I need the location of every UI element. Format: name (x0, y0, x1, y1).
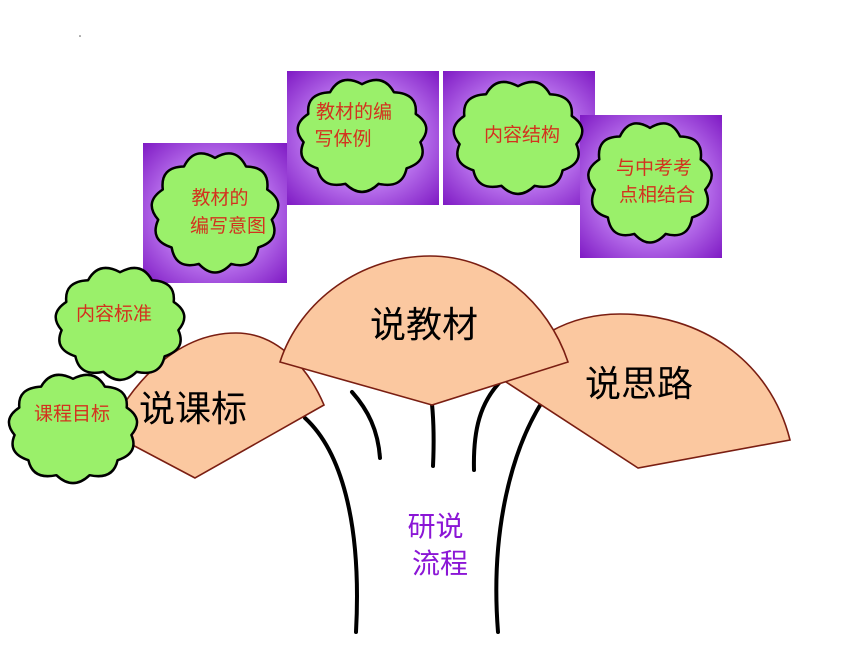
cloud-label-bianxie-yitu: 教材的 编写意图 (190, 187, 266, 237)
cloud-line: 与中考考 (616, 157, 692, 179)
trunk-line-left-outer (303, 416, 359, 634)
cloud-zhongkao: 与中考考 点相结合 (587, 122, 713, 244)
fan-group: 说课标 说思路 说教材 (106, 255, 791, 479)
trunk-line-left-inner (350, 390, 382, 460)
fan-label-jiaocai: 说教材 (370, 305, 478, 346)
trunk-line-right-outer (494, 400, 544, 634)
cloud-line: 教材的编 (316, 101, 392, 123)
cloud-shape-bianxie-yitu (150, 152, 280, 274)
fan-shuo-silu: 说思路 (501, 313, 791, 469)
cloud-line: 教材的 (191, 187, 248, 209)
cloud-line: 内容标准 (76, 303, 152, 325)
tree-trunk (303, 378, 544, 634)
cloud-kecheng-mubiao: 课程目标 (7, 373, 139, 485)
cloud-shape-bianxie-tili (296, 78, 428, 194)
cloud-label-kecheng-mubiao: 课程目标 (34, 403, 110, 425)
cloud-shape-kecheng-mubiao (7, 373, 139, 485)
fan-shuo-kebiao: 说课标 (106, 332, 326, 479)
trunk-line-center (430, 402, 436, 468)
center-label-line: 研说 (408, 510, 464, 543)
cloud-line: 课程目标 (34, 403, 110, 425)
cloud-line: 编写意图 (190, 215, 266, 237)
cloud-line: 点相结合 (619, 184, 695, 206)
cloud-shape-neirong-biaozhun (54, 266, 186, 382)
center-label: 研说 流程 (408, 510, 473, 580)
center-label-line: 流程 (412, 547, 468, 580)
cloud-line: 写体例 (314, 128, 371, 150)
cloud-line: 内容结构 (484, 124, 560, 146)
cloud-bianxie-tili: 教材的编 写体例 (296, 78, 428, 194)
cloud-shape-zhongkao (587, 122, 713, 244)
cloud-group: 教材的 编写意图 教材的编 写体例 内容结构 与中考考 (7, 78, 713, 485)
cloud-label-neirong-biaozhun: 内容标准 (76, 303, 152, 325)
cloud-label-zhongkao: 与中考考 点相结合 (616, 157, 698, 206)
fan-label-silu: 说思路 (585, 364, 693, 405)
cloud-bianxie-yitu: 教材的 编写意图 (150, 152, 280, 274)
trunk-line-right-inner (471, 378, 504, 472)
cloud-shape-neirong-jiegou (452, 80, 584, 196)
stray-dot (79, 35, 81, 37)
cloud-label-bianxie-tili: 教材的编 写体例 (314, 101, 398, 150)
fan-shuo-jiaocai: 说教材 (278, 255, 570, 406)
fan-label-kebiao: 说课标 (139, 389, 247, 430)
cloud-label-neirong-jiegou: 内容结构 (484, 124, 560, 146)
cloud-neirong-biaozhun: 内容标准 (54, 266, 186, 382)
cloud-neirong-jiegou: 内容结构 (452, 80, 584, 196)
fan-shape-jiaocai (278, 255, 570, 406)
